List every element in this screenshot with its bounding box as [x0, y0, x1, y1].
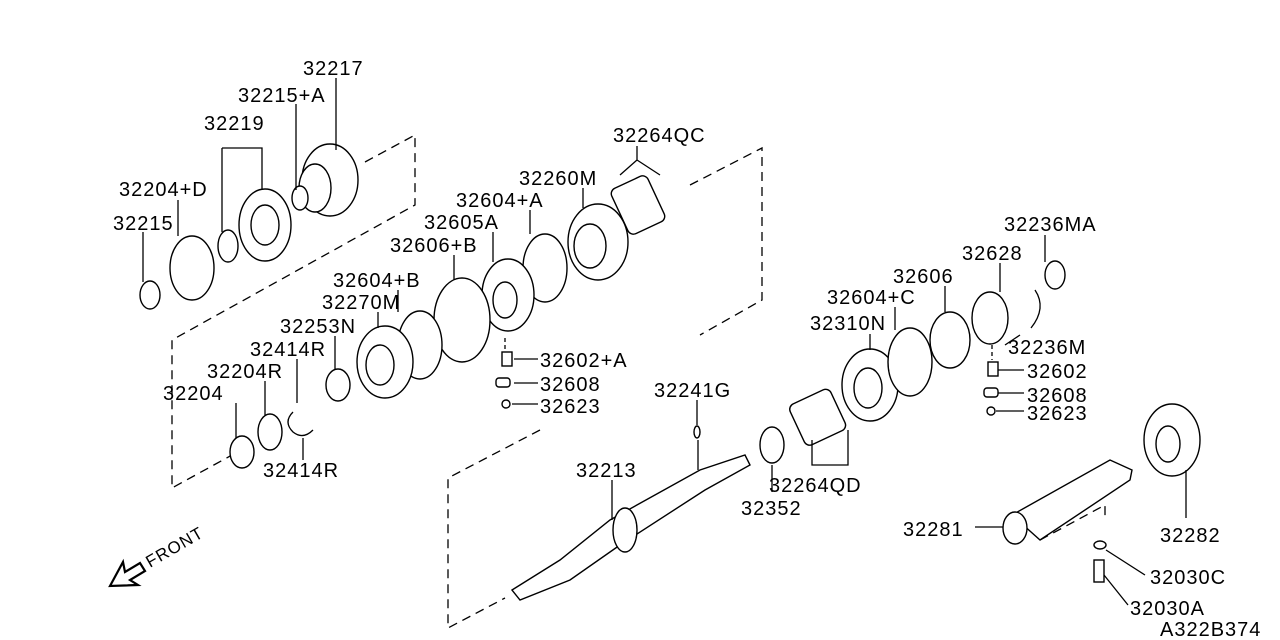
label-32623: 32623: [540, 396, 601, 418]
label-32260m: 32260M: [519, 168, 597, 190]
label-32414r-lower: 32414R: [263, 460, 339, 482]
label-32264qc: 32264QC: [613, 125, 706, 147]
label-32204: 32204: [163, 383, 224, 405]
spring-32602: [987, 361, 999, 377]
dashed-group-boundaries: [171, 133, 1106, 630]
snap-ring-32215: [139, 280, 161, 310]
label-32236m: 32236M: [1008, 337, 1086, 359]
label-32414r: 32414R: [250, 339, 326, 361]
spring-32602a: [501, 351, 513, 367]
label-32215: 32215: [113, 213, 174, 235]
label-32204d: 32204+D: [119, 179, 208, 201]
baulk-ring-32604c: [887, 327, 933, 397]
label-32281: 32281: [903, 519, 964, 541]
insert-32608a: [495, 377, 511, 388]
part-shapes: [139, 143, 1201, 601]
insert-32608: [983, 387, 999, 398]
spring-32236m: [1030, 289, 1041, 329]
snap-ring-32414r: [287, 411, 314, 437]
washer-32352: [759, 426, 785, 464]
label-32217: 32217: [303, 58, 364, 80]
coupling-sleeve-32606: [929, 311, 971, 369]
front-arrow-icon: [108, 558, 147, 588]
ball-32623: [986, 406, 996, 416]
snap-ring-32204: [229, 435, 255, 469]
label-32270m: 32270M: [322, 292, 400, 314]
label-32606b: 32606+B: [390, 235, 478, 257]
needle-bearing-32264qc: [610, 175, 666, 235]
bolt-32030a: [1093, 559, 1105, 583]
gear-hub-32270m: [365, 344, 395, 386]
shaft-32281: [1010, 459, 1133, 541]
mainshaft-gear-32213: [612, 507, 638, 553]
label-32608: 32608: [540, 374, 601, 396]
label-32236ma: 32236MA: [1004, 214, 1097, 236]
pin-32241g: [693, 425, 701, 439]
bearing-inner-32219: [250, 204, 280, 246]
o-ring-32030c: [1093, 540, 1107, 550]
snap-ring-32236ma: [1044, 260, 1066, 290]
front-indicator: FRONT: [108, 523, 208, 588]
needle-bearing-32264qd: [789, 388, 847, 446]
hub-32606b: [492, 281, 518, 319]
label-32606: 32606: [893, 266, 954, 288]
label-32264qd: 32264QD: [769, 475, 862, 497]
label-32604b: 32604+B: [333, 270, 421, 292]
label-32602a: 32602+A: [540, 350, 628, 372]
label-32219: 32219: [204, 113, 265, 135]
label-32604c: 32604+C: [827, 287, 916, 309]
label-32608-right: 32608: [1027, 385, 1088, 407]
label-32352: 32352: [741, 498, 802, 520]
front-label: FRONT: [143, 523, 208, 571]
label-32602: 32602: [1027, 361, 1088, 383]
bush-32253n: [325, 368, 351, 402]
gear-hub-32282: [1155, 425, 1181, 463]
label-32282: 32282: [1160, 525, 1221, 547]
snap-ring-32215a: [291, 185, 309, 211]
ball-32623a: [501, 399, 511, 409]
leader-lines: [142, 78, 1187, 606]
label-32213: 32213: [576, 460, 637, 482]
hub-32628: [971, 291, 1009, 345]
label-32310n: 32310N: [810, 313, 886, 335]
gear-hub-32310n: [853, 367, 883, 409]
shaft-end-32281: [1002, 511, 1028, 545]
label-32030a: 32030A: [1130, 598, 1205, 620]
label-32253n: 32253N: [280, 316, 356, 338]
diagram-code: A322B374: [1160, 619, 1261, 640]
part-labels: 32217 32215+A 32219 32204+D 32215 32264Q…: [113, 58, 1261, 640]
label-32605a: 32605A: [424, 212, 499, 234]
label-32604a: 32604+A: [456, 190, 544, 212]
label-32623-right: 32623: [1027, 403, 1088, 425]
washer-32219: [217, 229, 239, 263]
label-32215a: 32215+A: [238, 85, 326, 107]
snap-ring-32204d: [169, 235, 215, 301]
label-32204r: 32204R: [207, 361, 283, 383]
gear-hub-32260m: [573, 223, 607, 269]
label-32241g: 32241G: [654, 380, 731, 402]
label-32030c: 32030C: [1150, 567, 1226, 589]
washer-32204r: [257, 413, 283, 451]
label-32628: 32628: [962, 243, 1023, 265]
